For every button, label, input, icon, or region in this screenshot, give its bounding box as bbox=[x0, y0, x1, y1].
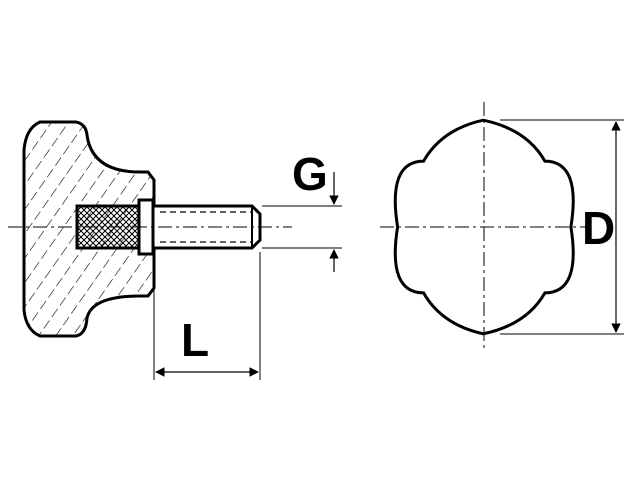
knob-side-section bbox=[22, 120, 156, 338]
diameter-dimension: D bbox=[500, 119, 624, 335]
knob-front-view bbox=[380, 102, 590, 350]
thread-label: G bbox=[292, 148, 328, 200]
length-dimension: L bbox=[153, 252, 261, 380]
threaded-stud bbox=[151, 204, 262, 250]
length-label: L bbox=[181, 314, 209, 366]
diameter-label: D bbox=[582, 202, 615, 254]
thread-dimension: G bbox=[262, 148, 342, 272]
